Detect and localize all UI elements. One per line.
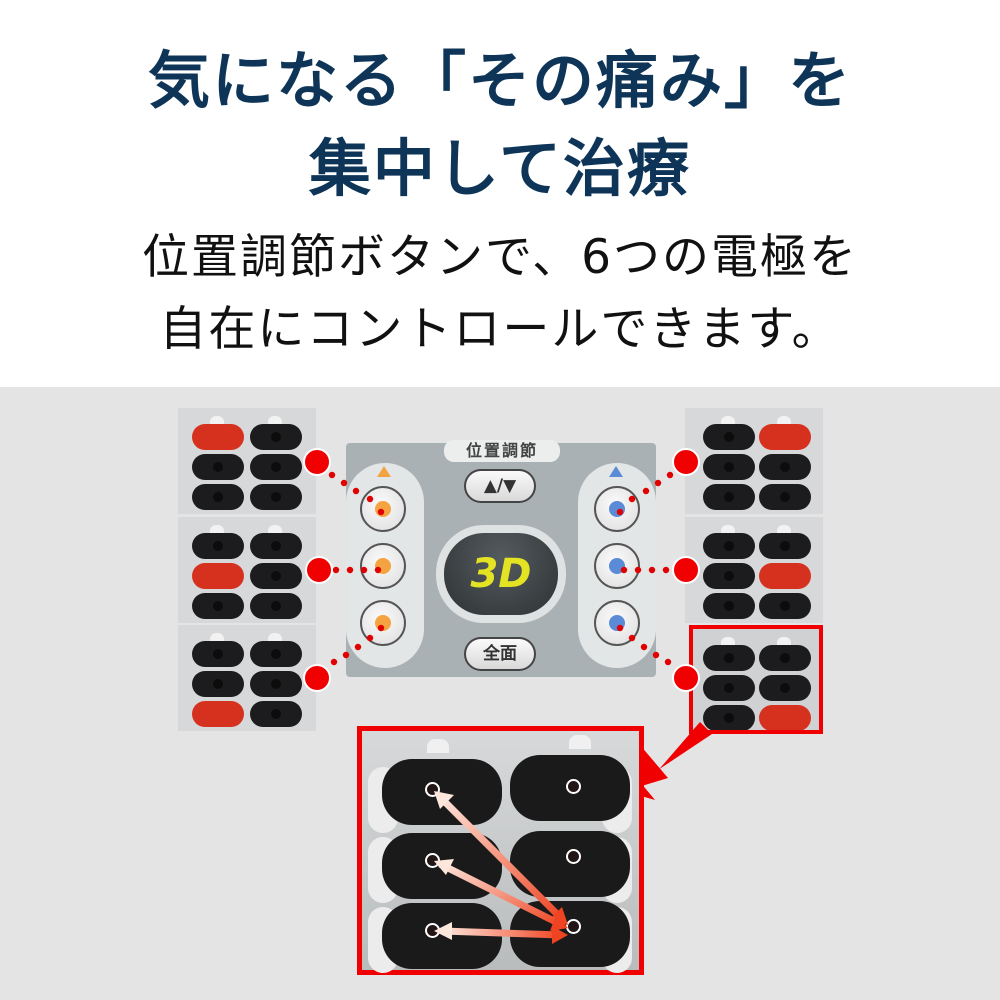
- subtitle-line-1: 位置調節ボタンで、6つの電極を: [141, 230, 859, 285]
- right-middle-position-button[interactable]: [594, 543, 640, 589]
- electrode-panel-left-top: [178, 408, 316, 514]
- headline-line-1: 気になる「その痛み」を: [147, 44, 852, 117]
- electrode-pad-active: [759, 424, 811, 450]
- headline-line-2: 集中して治療: [308, 132, 692, 205]
- left-middle-position-button[interactable]: [360, 543, 406, 589]
- electrode-panel-right-bottom: [693, 629, 819, 730]
- electrode-left-top: [382, 759, 502, 825]
- electrode-panel-right-middle: [685, 517, 823, 623]
- all-surface-button[interactable]: 全面: [464, 637, 536, 671]
- left-top-position-button[interactable]: [360, 486, 406, 532]
- remote-control-panel: 位置調節 ▲/▼ 3D 全面: [346, 440, 656, 677]
- right-up-triangle-icon: [609, 466, 623, 477]
- target-marker-right-middle: [672, 556, 700, 584]
- electrode-pad-active: [759, 705, 811, 730]
- current-flow-arrows: [434, 791, 568, 944]
- left-up-triangle-icon: [377, 466, 391, 477]
- up-down-button[interactable]: ▲/▼: [464, 469, 536, 503]
- target-marker-right-top: [672, 448, 700, 476]
- zoomed-electrode-view: [357, 726, 644, 975]
- position-adjust-label: 位置調節: [444, 440, 560, 462]
- electrode-pad-active: [192, 701, 244, 727]
- target-marker-left-top: [303, 448, 331, 476]
- electrode-pad-active: [192, 424, 244, 450]
- 3d-display-button[interactable]: 3D: [444, 533, 558, 615]
- electrode-panel-right-top: [685, 408, 823, 514]
- electrode-pad-active: [759, 563, 811, 589]
- electrode-panel-left-middle: [178, 517, 316, 623]
- electrode-left-bottom: [382, 903, 502, 969]
- subtitle-line-2: 自在にコントロールできます。: [159, 302, 841, 357]
- electrode-pad-active: [192, 563, 244, 589]
- target-marker-right-bottom: [672, 664, 700, 692]
- target-marker-left-middle: [305, 556, 333, 584]
- electrode-panel-left-bottom: [178, 625, 316, 731]
- right-top-position-button[interactable]: [594, 486, 640, 532]
- target-marker-left-bottom: [303, 664, 331, 692]
